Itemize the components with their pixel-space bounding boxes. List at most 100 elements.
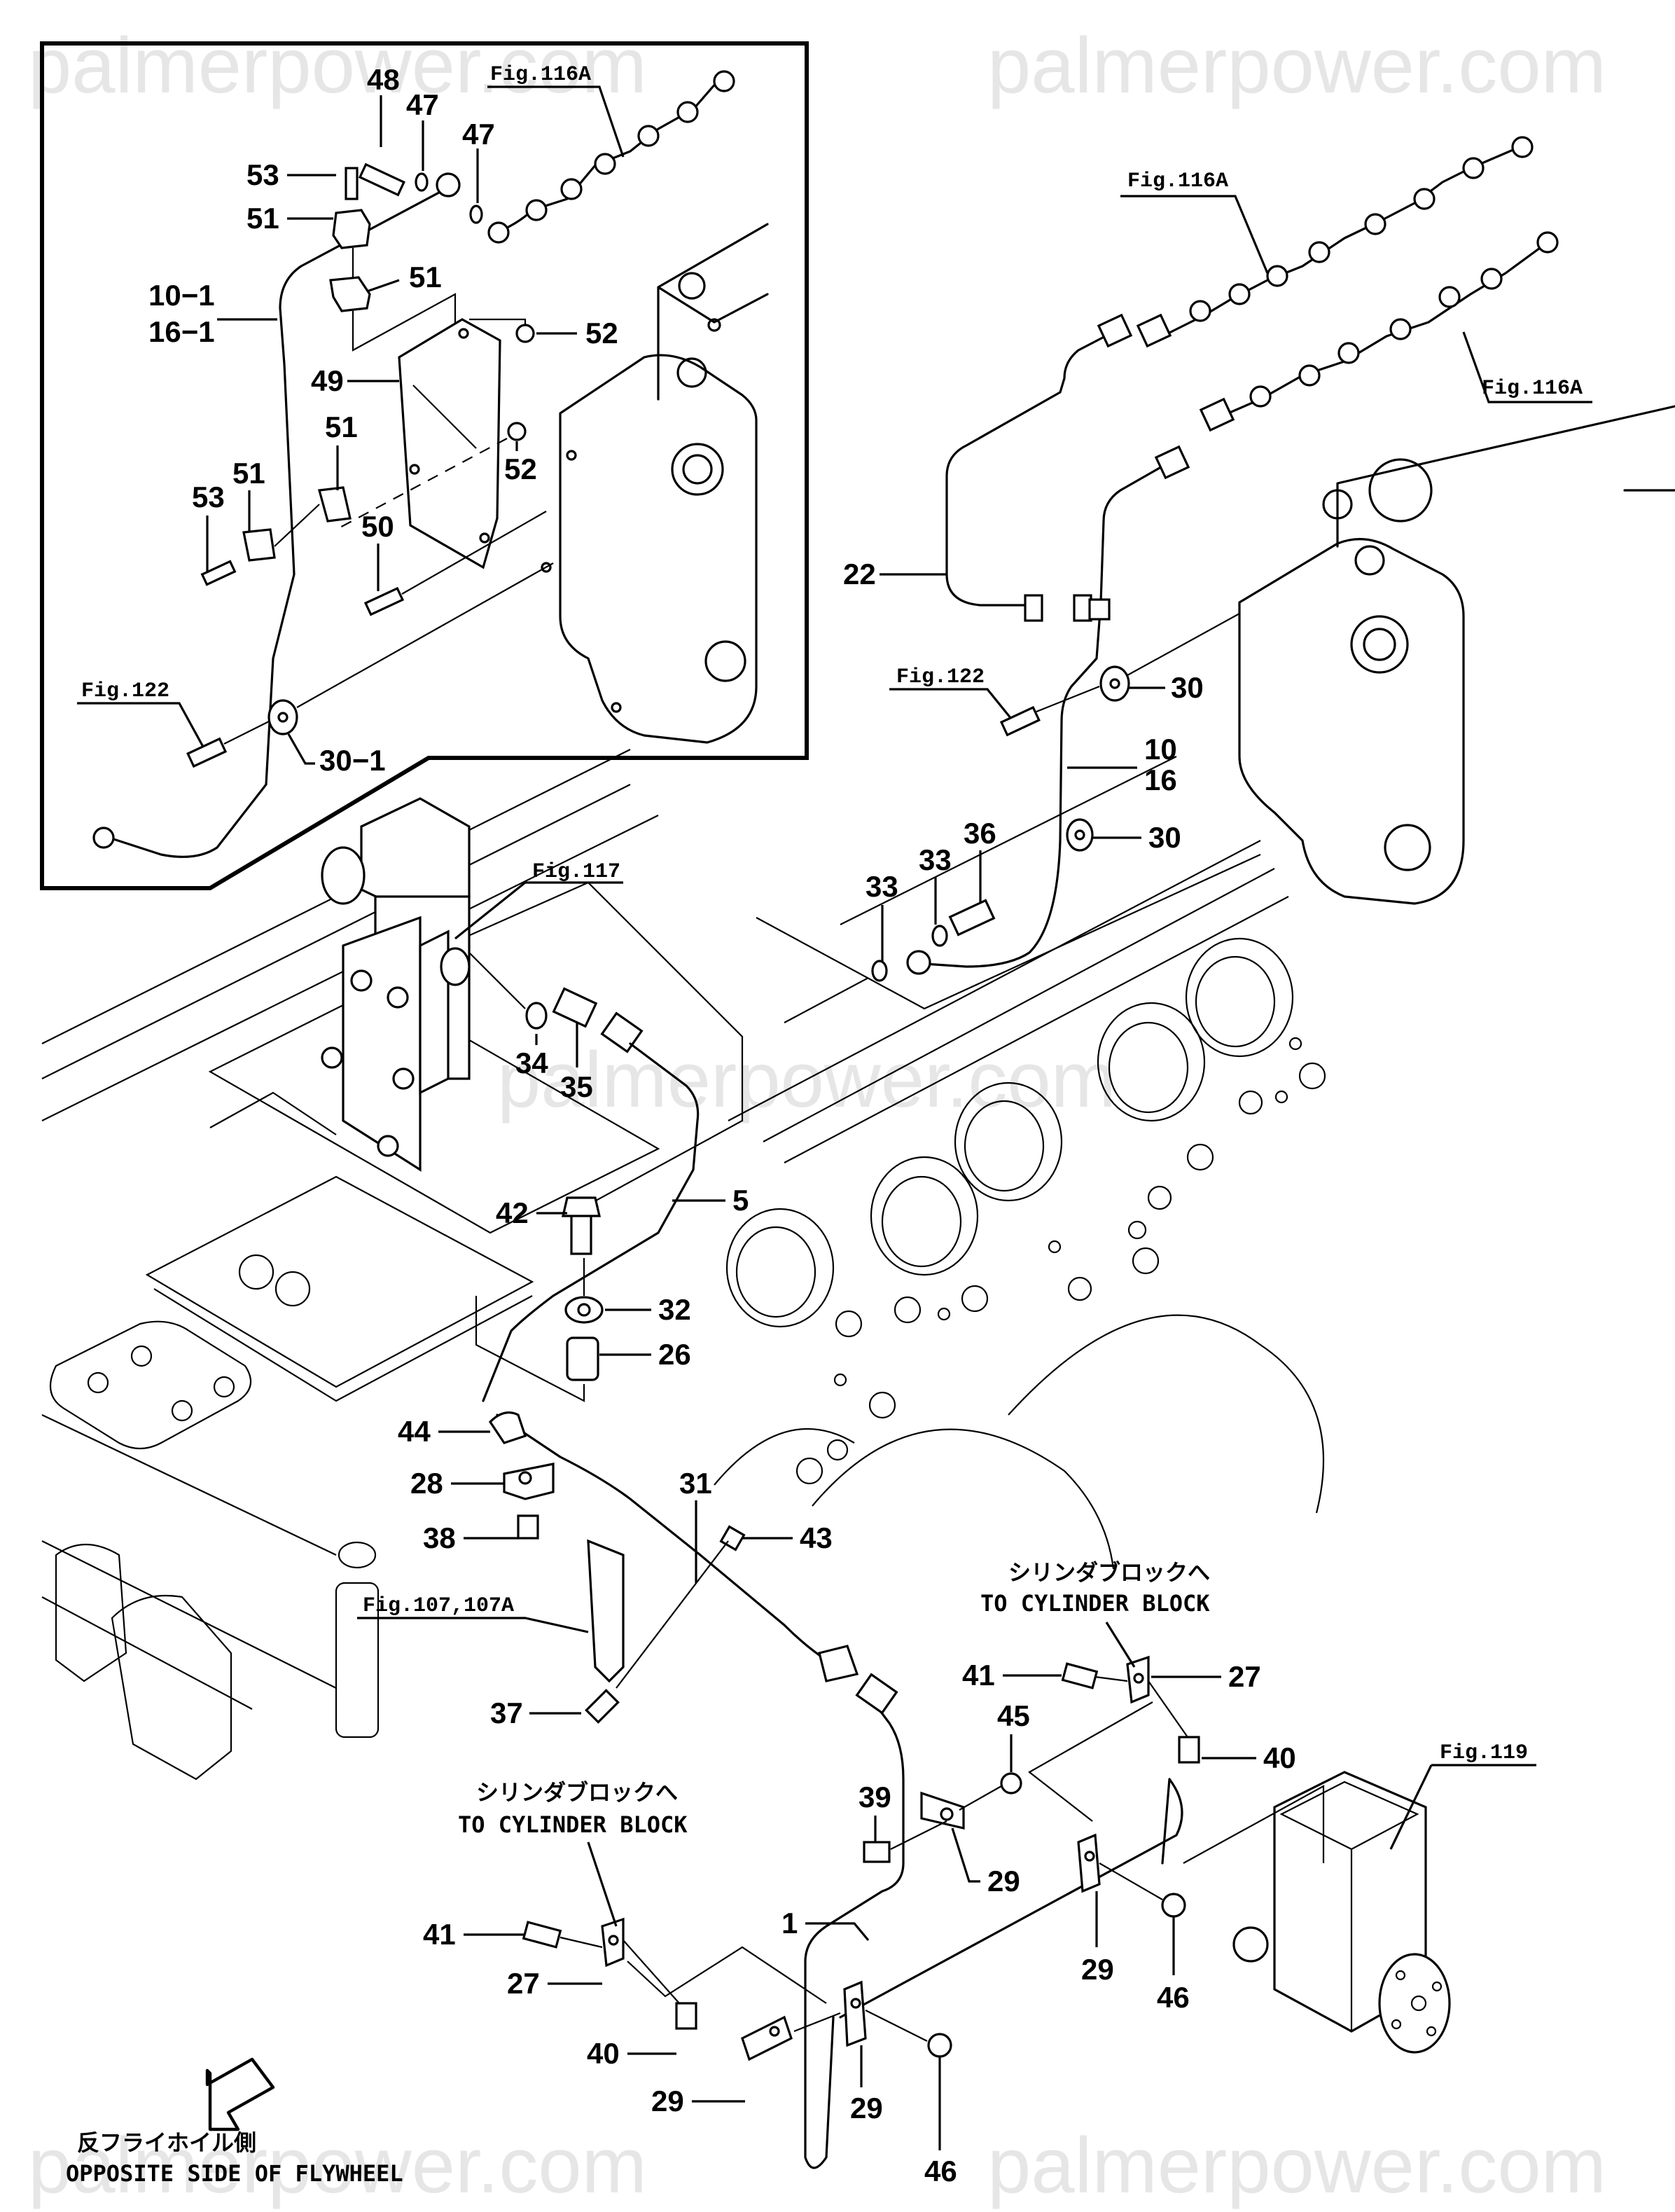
fig-ref-117: Fig.117 — [532, 860, 620, 884]
bolt-40b — [675, 2002, 697, 2030]
clamp-51a — [332, 209, 371, 249]
bolt-53b — [200, 560, 237, 586]
lower-labels: 34 35 5 42 32 26 44 28 31 38 43 Fig.107,… — [66, 1023, 1536, 2187]
washer-47a — [415, 172, 429, 192]
label-30b: 30 — [1148, 821, 1181, 854]
label-43: 43 — [800, 1521, 833, 1554]
label-51d: 51 — [232, 457, 265, 490]
bracket-fig107 — [587, 1539, 625, 1683]
bolt-41a — [1061, 1662, 1099, 1689]
fig-ref-122-inset: Fig.122 — [81, 679, 169, 703]
nut-46a — [1161, 1893, 1186, 1918]
direction-arrow-icon — [205, 2057, 275, 2131]
pipe-1-nut — [855, 1673, 898, 1715]
note-cyl-block-jp-2: シリンダブロックへ — [476, 1779, 678, 1806]
label-51b: 51 — [409, 261, 442, 293]
label-5: 5 — [732, 1184, 749, 1217]
label-29b: 29 — [1081, 1953, 1114, 1986]
fig-ref-116a-upper: Fig.116A — [1127, 170, 1228, 193]
label-52a: 52 — [585, 317, 618, 350]
bolt-holes — [795, 1037, 1326, 1485]
label-53a: 53 — [246, 158, 279, 191]
label-27a: 27 — [1228, 1660, 1261, 1693]
label-47b: 47 — [462, 118, 495, 151]
label-38: 38 — [423, 1521, 456, 1554]
label-34: 34 — [515, 1046, 548, 1079]
watermark-top-right: palmerpower.com — [987, 22, 1606, 109]
gear-case-inset — [541, 223, 769, 744]
label-33b: 33 — [919, 843, 952, 876]
label-47a: 47 — [406, 88, 439, 121]
label-32: 32 — [658, 1293, 691, 1326]
clamp-51b — [329, 276, 371, 312]
label-35: 35 — [560, 1070, 593, 1103]
washer-33b — [931, 925, 948, 947]
clamp-51d — [242, 528, 276, 562]
cover-plate-49 — [398, 318, 501, 569]
label-44: 44 — [398, 1415, 431, 1448]
label-29d: 29 — [850, 2092, 883, 2124]
note-flywheel-jp: 反フライホイル側 — [77, 2129, 256, 2156]
clamp-51c — [317, 486, 352, 523]
bolt-fig122-inset — [186, 737, 228, 768]
clip-29b — [1077, 1833, 1101, 1893]
label-40a: 40 — [1263, 1741, 1296, 1774]
pipe-10 — [923, 461, 1171, 968]
label-52b: 52 — [504, 452, 537, 485]
banjo-bolt-36 — [948, 899, 996, 936]
fig-ref-116a-inset: Fig.116A — [490, 63, 591, 87]
label-46a: 46 — [1157, 1981, 1190, 2014]
watermark-bottom-left: palmerpower.com — [28, 2122, 647, 2209]
bolt-38 — [517, 1514, 539, 1540]
pipe-22-nut — [1024, 594, 1043, 622]
label-51a: 51 — [246, 202, 279, 235]
note-cyl-block-en-2: TO CYLINDER BLOCK — [458, 1811, 688, 1838]
label-31: 31 — [679, 1467, 712, 1500]
note-cyl-block-jp-1: シリンダブロックへ — [1008, 1559, 1210, 1586]
fig-ref-107: Fig.107,107A — [363, 1594, 514, 1618]
note-flywheel-en: OPPOSITE SIDE OF FLYWHEEL — [66, 2160, 403, 2187]
banjo-eye-main — [906, 950, 931, 975]
bolt-41b — [522, 1921, 562, 1949]
pipe-31 — [496, 1413, 828, 1661]
injection-pipe-upper — [1161, 146, 1521, 338]
label-30a: 30 — [1171, 671, 1204, 704]
engine-block-frame — [41, 749, 1326, 1781]
label-27b: 27 — [507, 1967, 540, 2000]
clip-29c — [843, 1980, 867, 2047]
bolt-50 — [363, 586, 405, 616]
fig-ref-119: Fig.119 — [1440, 1741, 1528, 1765]
label-22: 22 — [843, 558, 876, 590]
fuel-pipes-main: Fig.116A Fig.116A 22 Fig.122 30 10 16 30… — [784, 136, 1675, 1023]
label-26: 26 — [658, 1338, 691, 1371]
watermark-top-left: palmerpower.com — [28, 22, 647, 109]
washer-47b — [469, 205, 483, 224]
note-cyl-block-en-1: TO CYLINDER BLOCK — [980, 1590, 1210, 1617]
pipe-1-branch — [839, 1778, 1183, 2019]
label-36: 36 — [964, 817, 996, 850]
pipe-22 — [945, 331, 1115, 607]
label-41b: 41 — [423, 1918, 456, 1951]
pipe-5 — [482, 1042, 700, 1402]
nut-52a — [515, 324, 535, 343]
label-45: 45 — [997, 1699, 1030, 1732]
watermark-bottom-right: palmerpower.com — [987, 2122, 1606, 2209]
pipe-1 — [804, 1694, 905, 2169]
label-39: 39 — [859, 1781, 891, 1813]
fig-ref-122-main: Fig.122 — [896, 665, 985, 689]
pipe-31-fitting — [818, 1645, 859, 1682]
label-48: 48 — [367, 63, 400, 96]
banjo-eye — [436, 172, 461, 198]
bolt-fig122-main — [999, 705, 1041, 737]
inset-frame — [40, 41, 809, 890]
spacer-26 — [566, 1336, 599, 1381]
pipe-10-1 — [108, 188, 447, 858]
label-33a: 33 — [866, 870, 898, 903]
label-10: 10 — [1144, 733, 1177, 766]
filter-assembly: Fig.117 — [321, 797, 623, 1172]
nut-52b — [507, 422, 527, 441]
banjo-end — [92, 827, 115, 849]
bolt-40a — [1178, 1736, 1200, 1764]
label-40b: 40 — [587, 2037, 620, 2070]
washer-33a — [871, 960, 888, 982]
